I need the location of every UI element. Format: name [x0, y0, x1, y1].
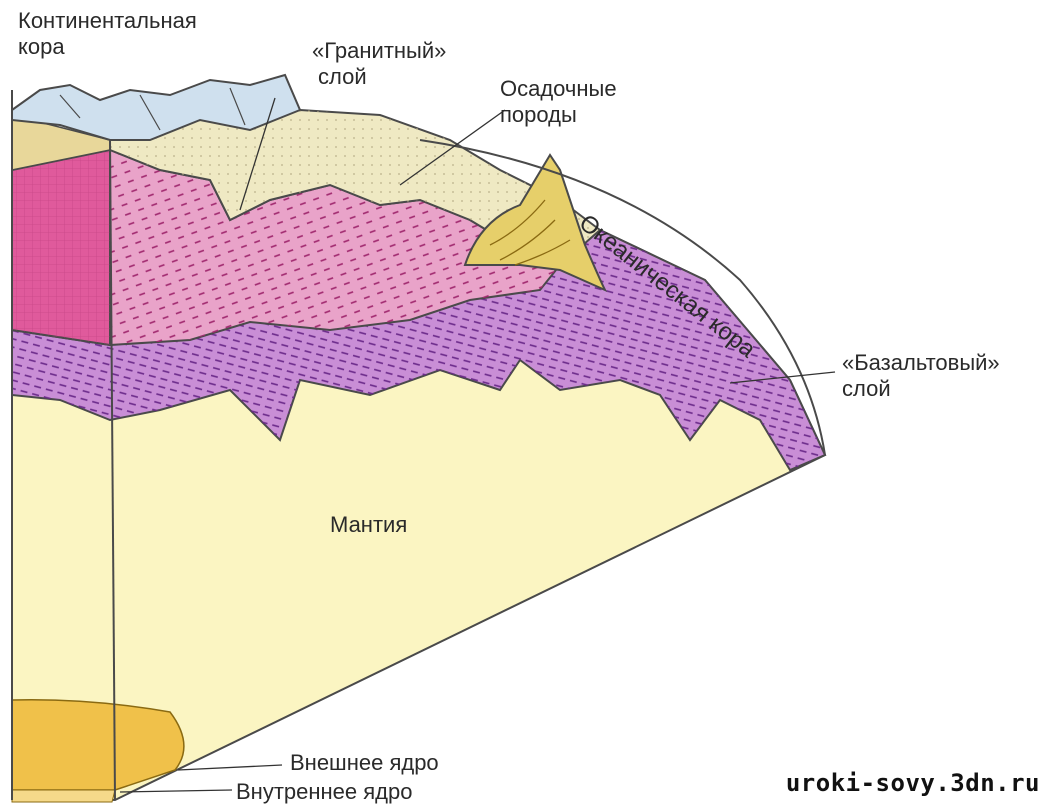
- label-inner-core: Внутреннее ядро: [236, 779, 412, 805]
- label-basalt-layer: «Базальтовый» слой: [842, 350, 1000, 402]
- label-granite-layer-line2: слой: [312, 64, 446, 90]
- label-basalt-layer-line1: «Базальтовый»: [842, 350, 1000, 376]
- label-sedimentary-rocks-line2: породы: [500, 102, 617, 128]
- leader-outer-core: [178, 765, 282, 770]
- label-granite-layer-line1: «Гранитный»: [312, 38, 446, 64]
- label-sedimentary-rocks-line1: Осадочные: [500, 76, 617, 102]
- label-basalt-layer-line2: слой: [842, 376, 1000, 402]
- inner-core-region: [12, 790, 115, 802]
- label-continental-crust-line1: Континентальная: [18, 8, 197, 34]
- label-mantle: Мантия: [330, 512, 407, 538]
- label-granite-layer: «Гранитный» слой: [312, 38, 446, 90]
- label-outer-core: Внешнее ядро: [290, 750, 439, 776]
- label-continental-crust-line2: кора: [18, 34, 197, 60]
- watermark: uroki-sovy.3dn.ru: [786, 769, 1040, 797]
- label-sedimentary-rocks: Осадочные породы: [500, 76, 617, 128]
- label-continental-crust: Континентальная кора: [18, 8, 197, 60]
